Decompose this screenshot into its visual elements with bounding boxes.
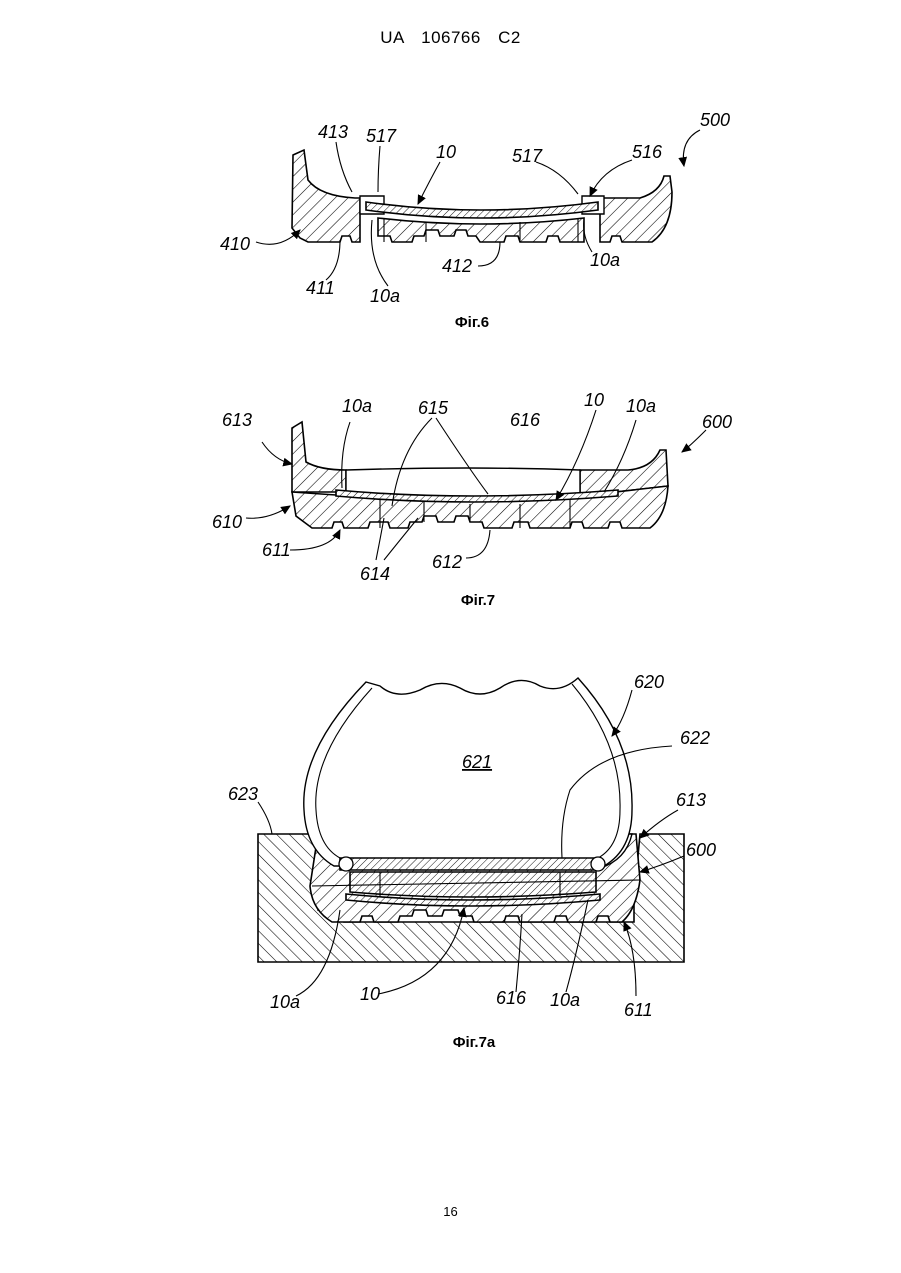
- label-10a-left: 10a: [370, 286, 400, 306]
- figure-6: 413 517 10 517 516 500 410 411 10a 412 1…: [0, 100, 901, 420]
- insole-10: [366, 202, 598, 218]
- bead-right: [591, 857, 605, 871]
- label-10: 10: [436, 142, 456, 162]
- label-517-right: 517: [512, 146, 543, 166]
- label-10a-right: 10a: [626, 396, 656, 416]
- rim-613-left: [292, 422, 346, 492]
- label-612: 612: [432, 552, 462, 572]
- label-410: 410: [220, 234, 250, 254]
- label-516: 516: [632, 142, 663, 162]
- figure-7a: 620 621 622 623 613 600 10a 10 616 10a 6…: [0, 660, 901, 1040]
- figure-7a-caption: Фіг.7а: [414, 1034, 534, 1051]
- label-610: 610: [212, 512, 242, 532]
- tread-412: [378, 218, 584, 242]
- label-10: 10: [360, 984, 380, 1004]
- sock-620: [304, 678, 632, 866]
- header-number: 106766: [421, 28, 481, 47]
- label-10: 10: [584, 390, 604, 410]
- label-616: 616: [510, 410, 541, 430]
- label-614: 614: [360, 564, 390, 584]
- header-kind: C2: [498, 28, 521, 47]
- label-10a-right: 10a: [550, 990, 580, 1010]
- bead-left: [339, 857, 353, 871]
- sole-410-right: [600, 176, 672, 242]
- label-616: 616: [496, 988, 527, 1008]
- label-611: 611: [624, 1000, 653, 1020]
- label-611: 611: [262, 540, 291, 560]
- label-622: 622: [680, 728, 710, 748]
- figure-7-caption: Фіг.7: [418, 592, 538, 609]
- label-613: 613: [222, 410, 252, 430]
- label-411: 411: [306, 278, 335, 298]
- label-613: 613: [676, 790, 706, 810]
- document-header: UA 106766 C2: [0, 28, 901, 48]
- label-621: 621: [462, 752, 492, 772]
- label-517-left: 517: [366, 126, 397, 146]
- label-600: 600: [686, 840, 716, 860]
- page-number: 16: [0, 1204, 901, 1219]
- label-500: 500: [700, 110, 730, 130]
- label-413: 413: [318, 122, 348, 142]
- label-615: 615: [418, 398, 449, 418]
- label-600: 600: [702, 412, 732, 432]
- label-10a-left: 10a: [270, 992, 300, 1012]
- figure-6-caption: Фіг.6: [412, 314, 532, 331]
- label-10a-left: 10a: [342, 396, 372, 416]
- label-10a-right: 10a: [590, 250, 620, 270]
- header-code: UA: [380, 28, 404, 47]
- label-620: 620: [634, 672, 664, 692]
- sole-410-left: [292, 150, 360, 242]
- label-623: 623: [228, 784, 258, 804]
- label-412: 412: [442, 256, 472, 276]
- figure-7: 613 10a 615 616 10 10a 600 610 611 614 6…: [0, 390, 901, 610]
- footbed-622: [340, 858, 600, 870]
